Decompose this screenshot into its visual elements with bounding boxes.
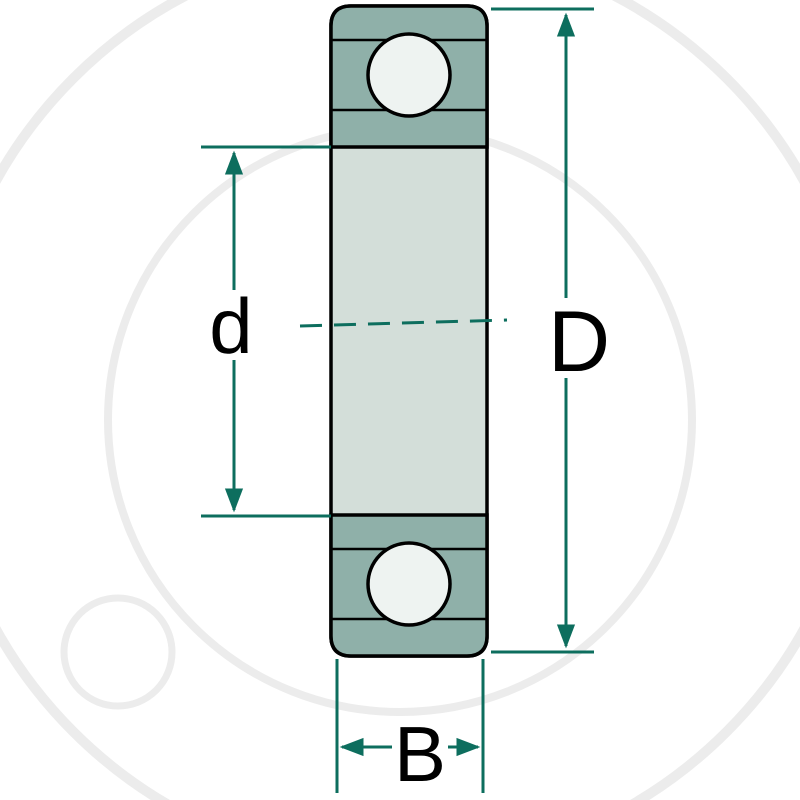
dimension-width-B: B xyxy=(335,659,485,798)
dimension-outer-D: D xyxy=(491,7,610,654)
label-width-B: B xyxy=(394,710,446,798)
dimension-bore-d: d xyxy=(201,145,331,518)
bearing-cross-section xyxy=(299,4,508,658)
label-bore-d: d xyxy=(209,282,252,370)
ball-top xyxy=(366,32,452,118)
label-outer-diameter-D: D xyxy=(548,294,610,390)
ball-bottom xyxy=(366,541,452,627)
watermark-ring-small xyxy=(60,594,176,710)
centerline xyxy=(299,318,508,328)
